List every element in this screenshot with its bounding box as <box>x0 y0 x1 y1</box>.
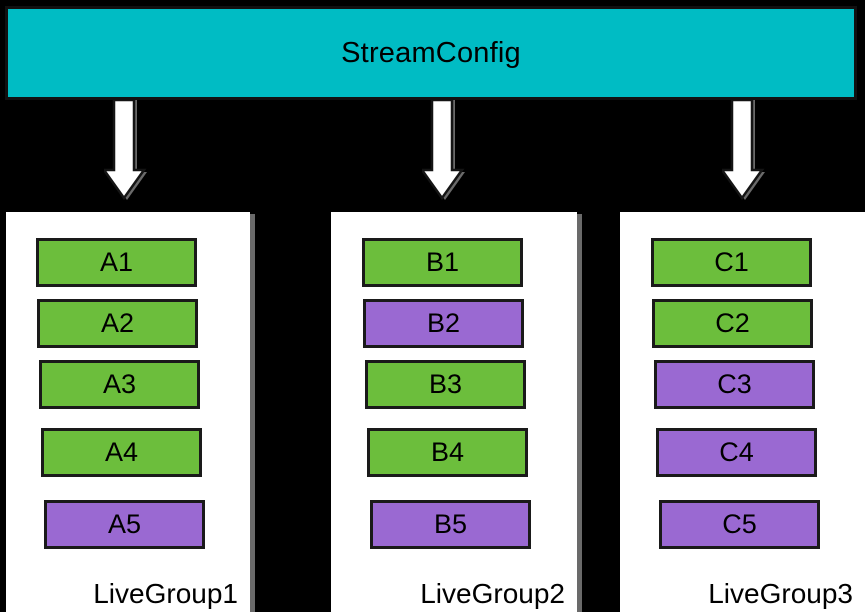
list-item[interactable]: C3 <box>654 360 815 409</box>
item-label: B5 <box>433 509 468 539</box>
list-item[interactable]: C2 <box>652 299 813 348</box>
arrow-to-livegroup3 <box>722 100 768 204</box>
stream-config-box[interactable]: StreamConfig <box>5 6 857 100</box>
list-item[interactable]: C1 <box>651 238 812 287</box>
arrow-to-livegroup2 <box>422 100 468 204</box>
livegroup1-item-list: A1 A2 A3 A4 A5 <box>6 212 250 552</box>
livegroup2-item-list: B1 B2 B3 B4 B5 <box>331 212 577 552</box>
item-label: B4 <box>430 437 465 467</box>
item-label: C4 <box>719 437 754 467</box>
list-item[interactable]: B2 <box>363 299 524 348</box>
item-label: A3 <box>102 369 137 399</box>
livegroup2-panel[interactable]: B1 B2 B3 B4 B5 LiveGroup2 <box>331 212 577 612</box>
livegroup3-item-list: C1 C2 C3 C4 C5 <box>620 212 865 552</box>
list-item[interactable]: B1 <box>362 238 523 287</box>
panel-shadow-livegroup2 <box>577 214 582 612</box>
arrow-to-livegroup1 <box>104 100 150 204</box>
item-label: C1 <box>714 247 749 277</box>
list-item[interactable]: C4 <box>656 428 817 477</box>
item-label: A4 <box>104 437 139 467</box>
item-label: A5 <box>107 509 142 539</box>
list-item[interactable]: A3 <box>39 360 200 409</box>
livegroup1-caption: LiveGroup1 <box>93 578 238 609</box>
item-label: A1 <box>99 247 134 277</box>
list-item[interactable]: A2 <box>37 299 198 348</box>
item-label: A2 <box>100 308 135 338</box>
item-label: B3 <box>428 369 463 399</box>
livegroup3-panel[interactable]: C1 C2 C3 C4 C5 LiveGroup3 <box>620 212 865 612</box>
list-item[interactable]: B3 <box>365 360 526 409</box>
list-item[interactable]: B5 <box>370 500 531 549</box>
livegroup2-caption: LiveGroup2 <box>420 578 565 609</box>
livegroup1-panel[interactable]: A1 A2 A3 A4 A5 LiveGroup1 <box>6 212 250 612</box>
list-item[interactable]: A4 <box>41 428 202 477</box>
livegroup3-caption: LiveGroup3 <box>708 578 853 609</box>
stream-config-label: StreamConfig <box>341 36 521 69</box>
item-label: C2 <box>715 308 750 338</box>
list-item[interactable]: B4 <box>367 428 528 477</box>
panel-shadow-livegroup1 <box>250 214 255 612</box>
item-label: B1 <box>425 247 460 277</box>
list-item[interactable]: A5 <box>44 500 205 549</box>
item-label: B2 <box>426 308 461 338</box>
list-item[interactable]: A1 <box>36 238 197 287</box>
item-label: C3 <box>717 369 752 399</box>
list-item[interactable]: C5 <box>659 500 820 549</box>
item-label: C5 <box>722 509 757 539</box>
